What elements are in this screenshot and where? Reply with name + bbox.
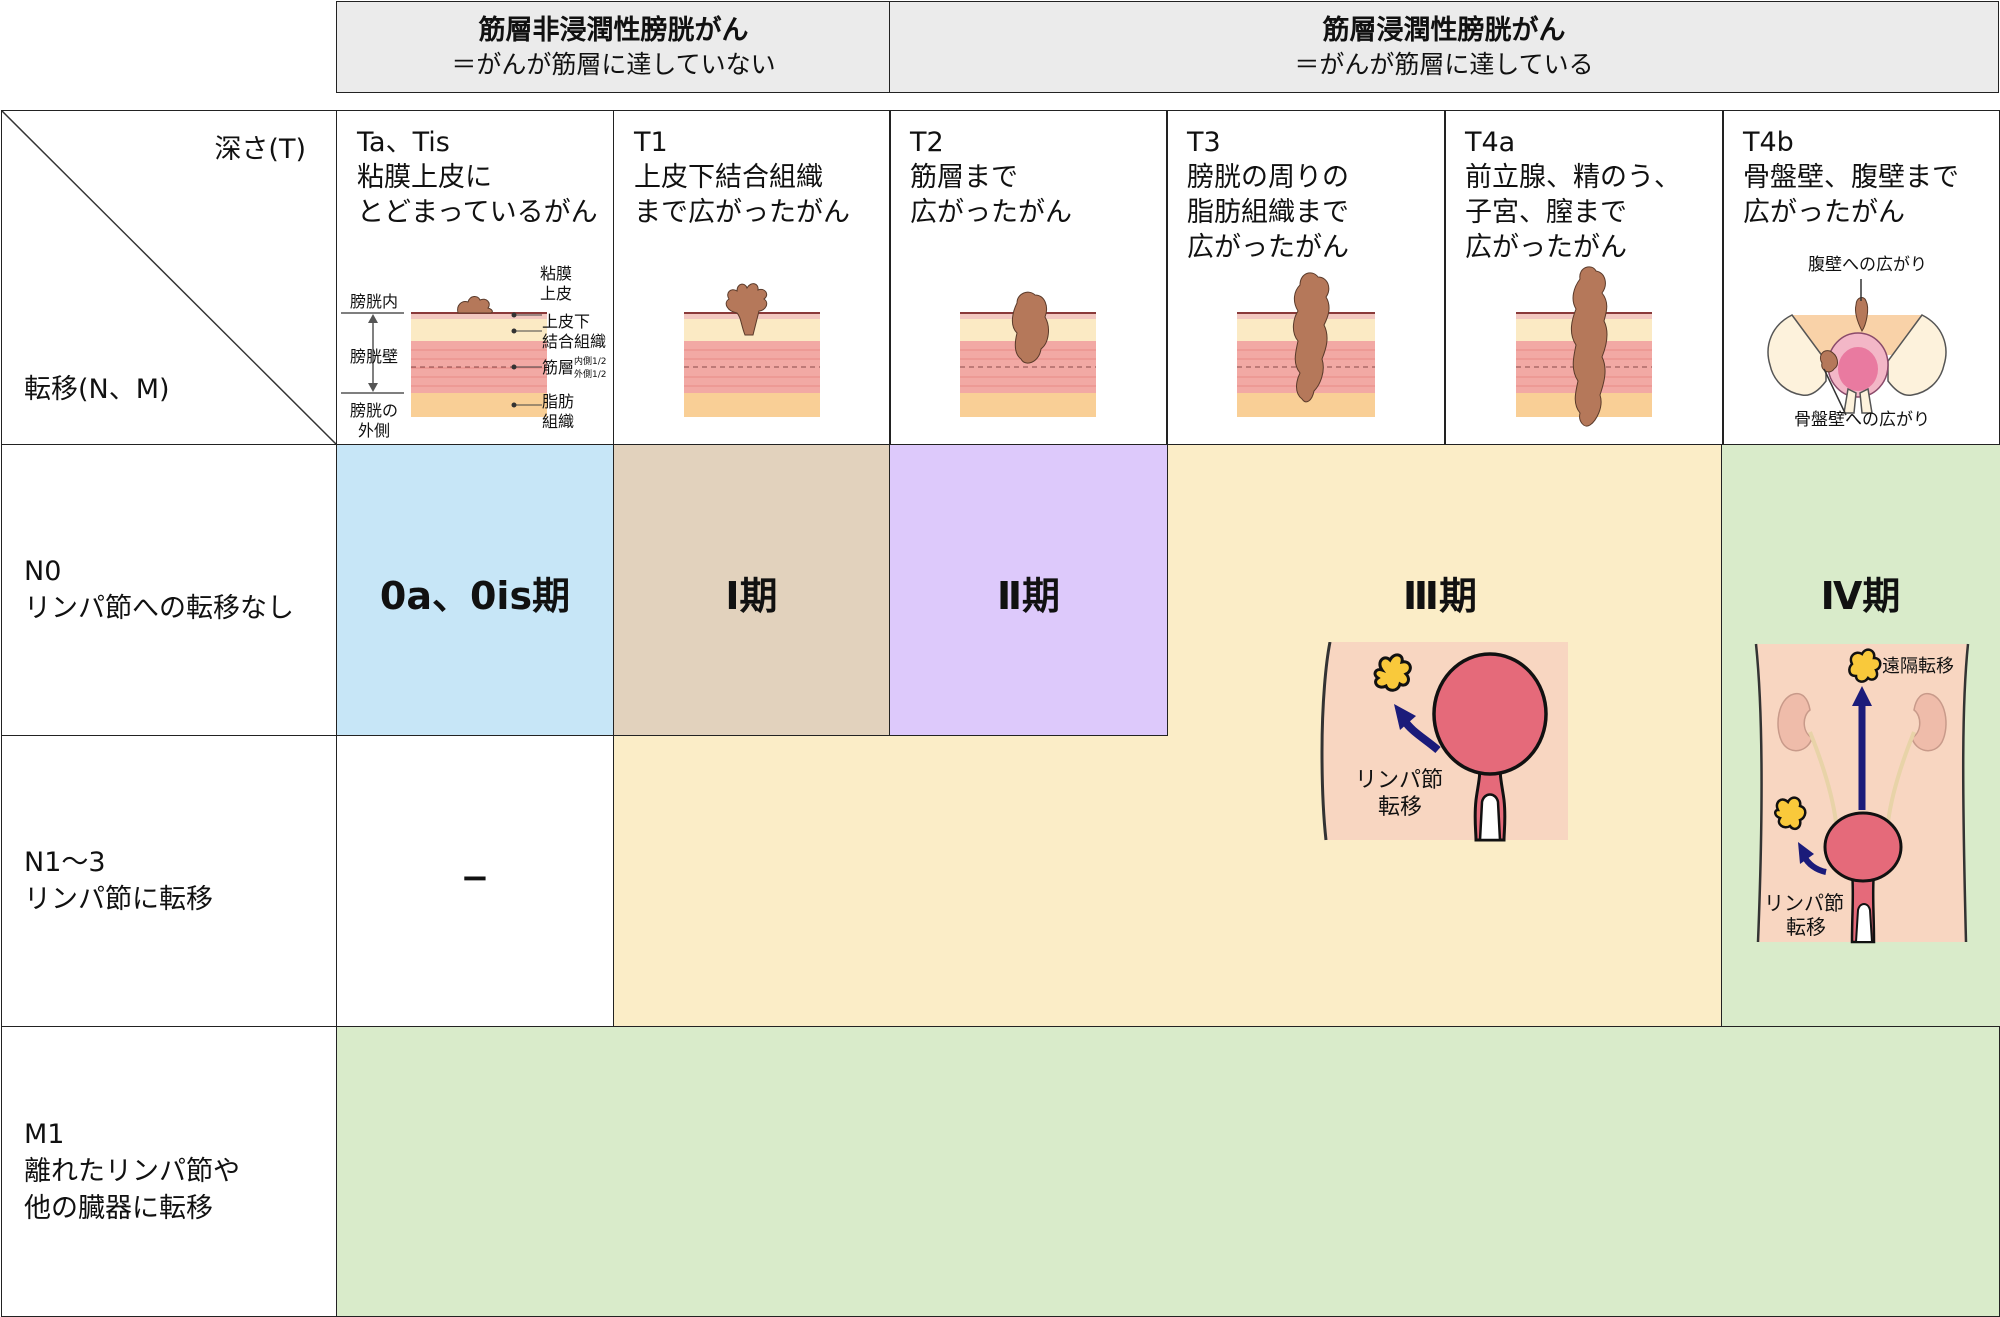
layer-diagram-ta	[341, 296, 547, 417]
t-desc-line2: 広がったがん	[1743, 197, 1905, 228]
legend-fat2: 組織	[542, 412, 575, 431]
t-desc-line3: 広がったがん	[1187, 232, 1349, 263]
t-column-t4b: T4b 骨盤壁、腹壁まで 広がったがん	[1722, 110, 2000, 445]
t-desc-line1: 骨盤壁、腹壁まで	[1743, 162, 1959, 193]
distant-metastasis-label: 遠隔転移	[1882, 656, 1954, 677]
t-desc-line2: とどまっているがん	[357, 197, 598, 228]
lymph-label-2: 転移	[1378, 795, 1423, 820]
stage3-label: Ⅲ期	[1403, 574, 1477, 618]
row-n0-label: N0 リンパ節への転移なし	[1, 444, 337, 736]
t-desc-line1: 上皮下結合組織	[634, 162, 823, 193]
stage4-border	[1721, 444, 2000, 1027]
legend-submucosa2: 結合組織	[542, 332, 607, 351]
lymph-label-2-stage4: 転移	[1786, 915, 1826, 939]
t-code: Ta、Tis	[357, 127, 450, 158]
layer-diagram-t2	[960, 291, 1096, 417]
metastasis-axis-label: 転移(N、M)	[24, 374, 170, 405]
stage0-label: 0a、0is期	[379, 574, 571, 618]
row-m1-desc1: 離れたリンパ節や	[24, 1156, 240, 1187]
stage1-cell	[613, 444, 890, 736]
legend-fat1: 脂肪	[542, 392, 575, 411]
mibc-header: 筋層浸潤性膀胱がん ＝がんが筋層に達している	[889, 1, 1999, 93]
t-column-t1: T1 上皮下結合組織 まで広がったがん	[613, 110, 891, 445]
legend-wall: 膀胱壁	[350, 347, 399, 366]
legend-muscle: 筋層	[542, 358, 575, 377]
t-desc-line1: 前立腺、精のう、	[1465, 162, 1681, 193]
legend-outside2: 外側	[358, 421, 391, 440]
depth-axis-label: 深さ(T)	[214, 134, 306, 165]
nmibc-subtitle: ＝がんが筋層に達していない	[451, 50, 776, 79]
t-code: T3	[1187, 127, 1221, 158]
layer-diagram-t1	[684, 283, 820, 417]
t-desc-line2: 広がったがん	[910, 197, 1072, 228]
stage2-cell	[889, 444, 1168, 736]
t-column-t2: T2 筋層まで 広がったがん	[889, 110, 1168, 445]
diagonal-line	[2, 111, 338, 446]
layer-diagram-t4a	[1516, 266, 1652, 427]
row-m1-label: M1 離れたリンパ節や 他の臓器に転移	[1, 1026, 337, 1317]
lymph-metastasis-illustration	[1320, 642, 1568, 842]
distant-metastasis-illustration	[1754, 643, 1970, 944]
stage2-label: Ⅱ期	[996, 574, 1061, 618]
t-desc-line2: 子宮、膣まで	[1465, 197, 1627, 228]
corner-cell: 深さ(T) 転移(N、M)	[1, 110, 338, 446]
t-desc-line1: 膀胱の周りの	[1187, 162, 1349, 193]
row-n0-desc: リンパ節への転移なし	[24, 593, 294, 624]
legend-mucosa2: 上皮	[540, 284, 573, 303]
lymph-label-1-stage4: リンパ節	[1764, 891, 1844, 915]
stage0-cell	[336, 444, 614, 736]
row-n1-3-desc: リンパ節に転移	[24, 884, 213, 915]
n1-3-empty-cell	[336, 735, 614, 1027]
lymph-label-1: リンパ節	[1355, 768, 1444, 793]
row-m1-code: M1	[24, 1119, 65, 1150]
legend-inside: 膀胱内	[350, 292, 399, 311]
t-code: T4b	[1743, 127, 1794, 158]
mibc-subtitle: ＝がんが筋層に達している	[1294, 50, 1594, 79]
t-code: T4a	[1465, 127, 1516, 158]
legend-outside1: 膀胱の	[350, 401, 399, 420]
stage1-label: Ⅰ期	[725, 574, 778, 618]
label-pelvic-spread: 骨盤壁への広がり	[1794, 410, 1930, 430]
layer-diagram-t3	[1237, 272, 1375, 417]
nmibc-title: 筋層非浸潤性膀胱がん	[478, 15, 749, 46]
legend-muscle-inner: 内側1/2	[574, 357, 607, 367]
t-column-t3: T3 膀胱の周りの 脂肪組織まで 広がったがん	[1166, 110, 1446, 445]
row-n1-3-label: N1〜3 リンパ節に転移	[1, 735, 337, 1027]
pelvis-illustration	[1767, 279, 1947, 416]
legend-submucosa1: 上皮下	[542, 312, 591, 331]
nmibc-header: 筋層非浸潤性膀胱がん ＝がんが筋層に達していない	[336, 1, 891, 93]
t-desc-line1: 粘膜上皮に	[357, 162, 492, 193]
row-n0-code: N0	[24, 556, 62, 587]
row-n1-3-code: N1〜3	[24, 847, 106, 878]
legend-mucosa1: 粘膜	[540, 264, 573, 283]
not-applicable-dash: −	[460, 858, 490, 898]
stage4-label: Ⅳ期	[1820, 574, 1901, 618]
mibc-title: 筋層浸潤性膀胱がん	[1322, 15, 1566, 46]
t-desc-line1: 筋層まで	[910, 162, 1018, 193]
legend-muscle-outer: 外側1/2	[574, 370, 607, 380]
t-column-ta-tis: Ta、Tis 粘膜上皮に とどまっているがん	[336, 110, 614, 445]
t-code: T2	[910, 127, 944, 158]
row-m1-desc2: 他の臓器に転移	[24, 1193, 213, 1224]
stage4-region-m1	[336, 1026, 2000, 1317]
label-abdominal-spread: 腹壁への広がり	[1808, 255, 1927, 275]
t-column-t4a: T4a 前立腺、精のう、 子宮、膣まで 広がったがん	[1444, 110, 1724, 445]
t-code: T1	[634, 127, 668, 158]
t-desc-line3: 広がったがん	[1465, 232, 1627, 263]
t-desc-line2: まで広がったがん	[634, 197, 850, 228]
t-desc-line2: 脂肪組織まで	[1187, 197, 1349, 228]
